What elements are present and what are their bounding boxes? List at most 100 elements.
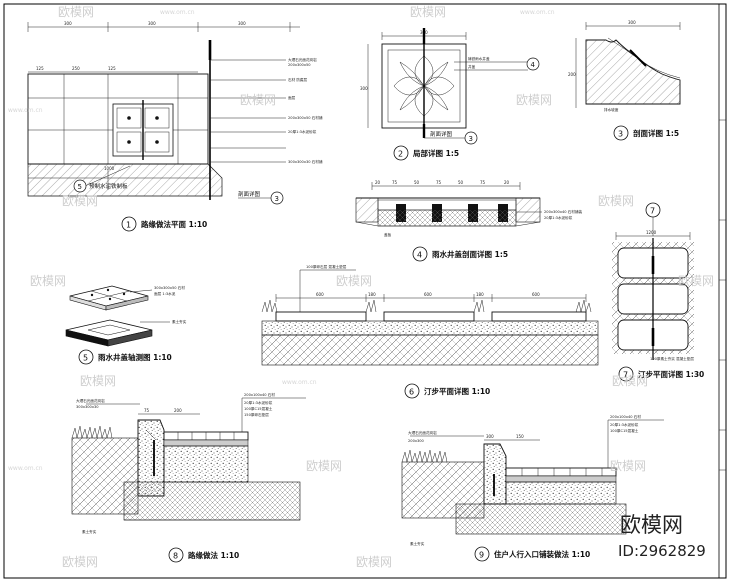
watermark-site: www.om.cn [160, 9, 195, 16]
dim-1-b: 300 [148, 21, 156, 26]
watermark-site: www.om.cn [520, 9, 555, 16]
dim-1-e: 250 [72, 66, 80, 71]
title-4-label: 雨水井盖剖面详图 1:5 [432, 249, 508, 259]
brand-name: 欧模网 [620, 513, 683, 537]
note-1-c: 石材 防腐层 [288, 77, 308, 82]
dim-3-side: 200 [568, 72, 576, 77]
note-9-c: 200x100x40 石材 [610, 414, 641, 419]
note-9-f: 素土夯实 [410, 541, 425, 546]
note-9-b: 200x300 [408, 439, 425, 443]
title-7-label: 汀步平面详图 1:30 [638, 369, 704, 379]
note-4-c: 盖板 [384, 232, 392, 237]
note-8-d: 20厚1:3水泥砂浆 [244, 400, 273, 405]
detail-2-local: 300 300 铸铁雨水井盖 井盖 4 3 剖面详图 2 局部详图 1:5 [360, 28, 540, 161]
note-1-e: 200x300x50 石材铺 [288, 115, 323, 120]
dim-6-d: 180 [476, 292, 484, 297]
note-5-c: 素土夯实 [172, 319, 187, 324]
detail-7-stepping-plan: 7 1200 100厚素土夯实 混凝土垫层 7 汀步平面详图 1:30 [612, 202, 704, 382]
note-1-g: 300x300x30 石材铺 [288, 159, 323, 164]
detail-6-stepping-stone: 600 180 600 180 600 100厚碎石层 混凝土垫层 6 汀步平面… [261, 264, 599, 399]
note-9-d: 20厚1:3水泥砂浆 [610, 422, 639, 427]
dim-4-e: 50 [458, 180, 464, 185]
note-1-f: 20厚1:3水泥砂浆 [288, 129, 317, 134]
title-8-number: 8 [173, 552, 178, 561]
dim-1-d: 125 [36, 66, 44, 71]
dim-6-c: 600 [424, 292, 432, 297]
dim-3-top: 300 [628, 20, 636, 25]
dim-6-e: 600 [532, 292, 540, 297]
note-8-c: 200x100x40 石材 [244, 392, 275, 397]
watermark-logo: 欧模网 [598, 194, 634, 208]
dim-6-a: 600 [316, 292, 324, 297]
watermark-logo: 欧模网 [62, 555, 98, 569]
detail-9-entrance-paving: 300 150 大理石光面花岗岩 200x300 200x100x40 石材 2… [401, 414, 664, 562]
watermark-site: www.om.cn [8, 465, 43, 472]
watermark-logo: 欧模网 [30, 274, 66, 288]
brand-id: ID:2962829 [618, 542, 706, 560]
note-6: 100厚碎石层 混凝土垫层 [306, 264, 347, 269]
note-8-b: 300x300x30 [76, 405, 99, 409]
detail-5-axonometric: 300x300x50 石材 面层 1:3水泥 素土夯实 5 雨水井盖轴测图 1:… [65, 285, 187, 365]
note-8-e: 100厚C15混凝土 [244, 406, 273, 411]
dim-8-a: 75 [144, 408, 150, 413]
dim-4-b: 75 [392, 180, 398, 185]
note-5-a: 300x300x50 石材 [154, 285, 185, 290]
dim-1-f: 125 [108, 66, 116, 71]
watermark-logo: 欧模网 [336, 274, 372, 288]
title-3-number: 3 [618, 130, 623, 139]
callout-3a-label: 剖面详图 [238, 190, 261, 198]
dim-4-d: 75 [436, 180, 442, 185]
detail-4-drain-section: 20 75 50 75 50 75 20 盖板 200x300x40 石材铺装 … [355, 180, 582, 262]
callout-5-number: 5 [78, 183, 82, 191]
dim-4-g: 20 [504, 180, 510, 185]
watermark-site: www.om.cn [8, 107, 43, 114]
note-2-a: 铸铁雨水井盖 [468, 56, 490, 61]
title-2-number: 2 [398, 150, 403, 159]
detail-8-curb-section: 75 200 大理石光面花岗岩 300x300x30 200x100x40 石材… [71, 392, 306, 563]
watermark-logo: 欧模网 [612, 374, 648, 388]
callout-5-label: 预制水泥铁制板 [89, 182, 128, 190]
title-2-label: 局部详图 1:5 [412, 148, 459, 158]
title-1-number: 1 [126, 221, 131, 230]
watermark-logo: 欧模网 [516, 93, 552, 107]
callout-7-number: 7 [650, 207, 655, 216]
dim-4-c: 50 [414, 180, 420, 185]
note-1-a: 大理石光面花岗岩 [288, 57, 317, 62]
detail-3-section: 300 200 排水坡度 3 剖面详图 1:5 [568, 20, 681, 141]
note-4-b: 20厚1:3水泥砂浆 [544, 215, 573, 220]
watermark-layer: 欧模网 www.om.cn 欧模网 www.om.cn 欧模网 欧模网 www.… [8, 5, 714, 569]
note-9-e: 100厚C15混凝土 [610, 428, 639, 433]
detail-1-curb-plan: 300 300 300 125 250 125 1000 [27, 21, 323, 232]
dim-2-side: 300 [360, 86, 368, 91]
title-6-number: 6 [409, 388, 414, 397]
title-4-number: 4 [417, 251, 422, 260]
watermark-logo: 欧模网 [410, 5, 446, 19]
watermark-logo: 欧模网 [610, 459, 646, 473]
title-7-number: 7 [623, 371, 628, 380]
note-8-f: 150厚碎石垫层 [244, 412, 269, 417]
note-2-b: 井盖 [468, 64, 476, 69]
watermark-logo: 欧模网 [678, 274, 714, 288]
watermark-logo: 欧模网 [80, 374, 116, 388]
dim-1-c: 300 [238, 21, 246, 26]
watermark-logo: 欧模网 [240, 93, 276, 107]
title-5-label: 雨水井盖轴测图 1:10 [98, 352, 172, 362]
title-9-number: 9 [479, 551, 484, 560]
note-1-d: 面层 [288, 95, 296, 100]
note-3: 排水坡度 [604, 107, 619, 112]
title-5-number: 5 [83, 354, 88, 363]
note-9-a: 大理石光面花岗岩 [408, 430, 437, 435]
title-1-label: 路缘做法平面 1:10 [141, 219, 207, 229]
note-1-b: 200x300x50 [288, 63, 311, 67]
dim-8-b: 200 [174, 408, 182, 413]
title-8-label: 路缘做法 1:10 [188, 550, 239, 560]
note-8-a: 大理石光面花岗岩 [76, 398, 105, 403]
dim-9-b: 150 [516, 434, 524, 439]
dim-4-a: 20 [375, 180, 381, 185]
brand-stamp: 欧模网 ID:2962829 [618, 513, 706, 560]
dim-9-a: 300 [486, 434, 494, 439]
dim-4-f: 75 [480, 180, 486, 185]
title-9-label: 住户人行入口铺装做法 1:10 [494, 549, 590, 559]
dim-6-b: 180 [368, 292, 376, 297]
